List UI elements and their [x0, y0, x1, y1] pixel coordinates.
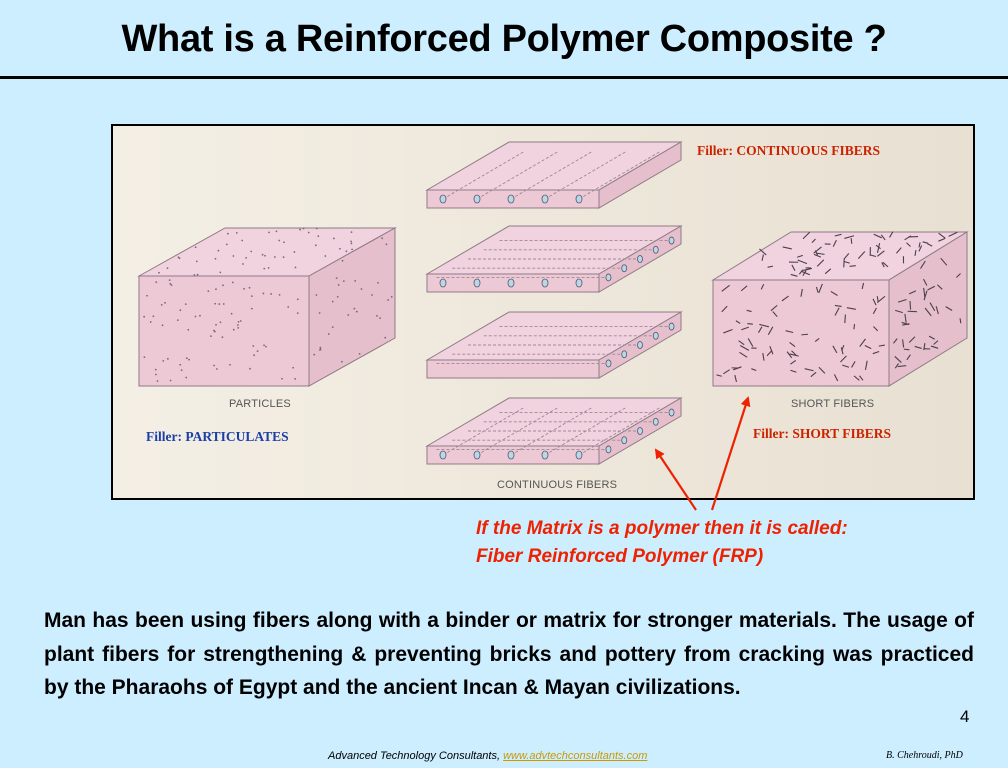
arrow-to-short-fibers	[710, 396, 751, 511]
filler-continuous-fibers: Filler: CONTINUOUS FIBERS	[697, 143, 881, 158]
fiber-plate	[425, 311, 683, 379]
page-number: 4	[960, 707, 970, 726]
filler-particulates: Filler: PARTICULATES	[146, 429, 289, 444]
footer-author: B. Chehroudi, PhD	[886, 750, 963, 761]
footer-url-link[interactable]: www.advtechconsultants.com	[503, 750, 648, 762]
continuous-fibers-label: CONTINUOUS FIBERS	[497, 479, 618, 491]
callout-line-2: Fiber Reinforced Polymer (FRP)	[476, 546, 764, 567]
composite-figure: PARTICLES CONTINUOUS FIBERS SHORT FIBERS…	[111, 124, 975, 500]
body-paragraph: Man has been using fibers along with a b…	[44, 609, 974, 699]
short-fibers-block	[711, 231, 969, 387]
short-fibers-label: SHORT FIBERS	[791, 398, 875, 410]
particles-label: PARTICLES	[229, 398, 291, 410]
title-divider	[0, 76, 1008, 79]
fiber-plate	[425, 225, 683, 293]
footer-credit: Advanced Technology Consultants, www.adv…	[328, 750, 647, 762]
arrow-to-continuous-fibers	[654, 448, 697, 511]
composite-illustration	[113, 126, 973, 498]
fiber-plate	[425, 141, 683, 209]
slide-title: What is a Reinforced Polymer Composite ?	[121, 18, 887, 60]
filler-short-fibers: Filler: SHORT FIBERS	[753, 426, 892, 441]
callout-line-1: If the Matrix is a polymer then it is ca…	[476, 518, 848, 539]
footer-org: Advanced Technology Consultants,	[328, 750, 504, 762]
particles-block	[137, 227, 397, 387]
fiber-plate	[425, 397, 683, 465]
